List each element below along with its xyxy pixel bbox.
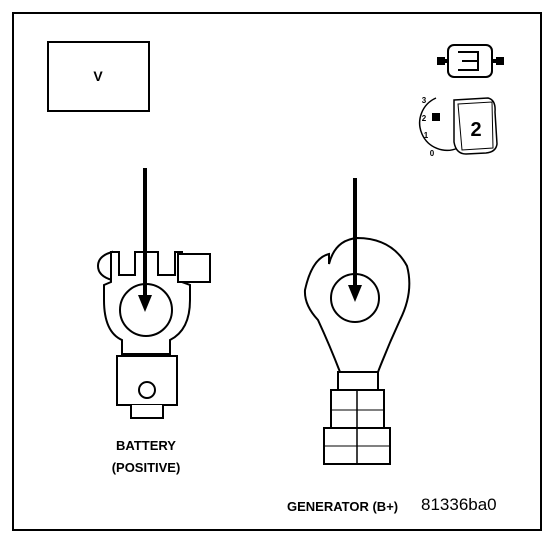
selector-position: 2 [470,119,481,141]
battery-label-line2: (POSITIVE) [112,460,181,475]
scale-mark-3: 3 [422,96,427,105]
generator-label: GENERATOR (B+) [287,499,398,514]
scale-mark-1: 1 [424,131,429,140]
meter-box-outline [47,41,150,112]
generator-arrowhead-icon [348,285,362,302]
scale-mark-2: 2 [422,114,427,123]
battery-arrowhead-icon [138,295,152,312]
scale-mark-0: 0 [430,149,435,158]
rotary-selector-icon: 3 2 1 0 2 [418,96,498,158]
battery-label-line1: BATTERY [116,438,176,453]
figure-frame [12,12,542,531]
meter-box-label: V [93,68,103,84]
generator-ring-terminal [303,236,411,465]
probe-connector-icon [437,44,504,78]
figure-code: 81336ba0 [421,495,497,514]
battery-terminal [96,250,211,419]
meter-box: V [47,41,150,112]
